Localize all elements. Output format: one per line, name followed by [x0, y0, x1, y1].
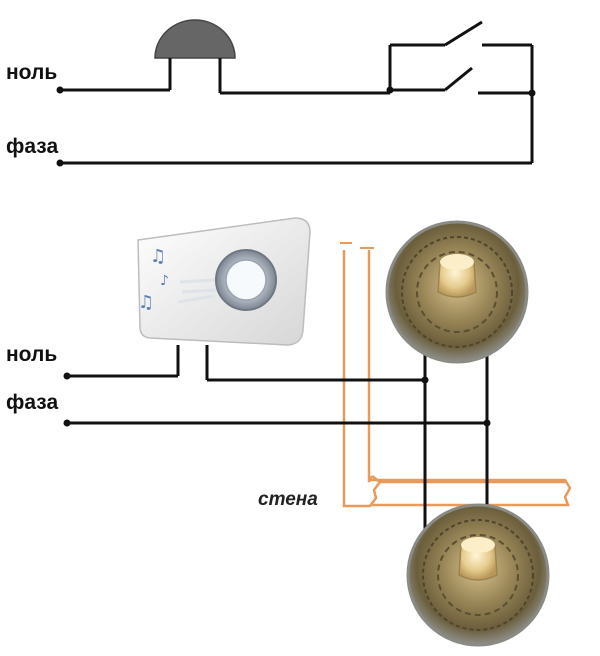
- junction-dot: [421, 376, 429, 384]
- door-chime-unit: ♫ ♪ ♫: [137, 217, 311, 380]
- wiring-lines: [67, 335, 489, 545]
- junction-dot: [483, 419, 491, 427]
- schematic: [56, 19, 536, 167]
- schematic-zero-label: ноль: [6, 61, 58, 84]
- music-note-icon: ♫: [138, 292, 154, 313]
- music-note-icon: ♫: [150, 246, 166, 267]
- switch-2-blade: [444, 66, 473, 92]
- schematic-zero-terminal: [56, 86, 64, 94]
- switch-junction-right: [528, 89, 536, 97]
- schematic-phase-label: фаза: [6, 135, 59, 158]
- doorbell-button-1: [385, 220, 529, 364]
- bell-symbol-icon: [154, 19, 236, 59]
- switch-1-blade: [444, 20, 483, 47]
- schematic-phase-terminal: [56, 159, 64, 167]
- wiring-phase-label: фаза: [6, 391, 59, 414]
- wall-label: стена: [258, 489, 318, 510]
- wiring-zero-label: ноль: [6, 343, 58, 366]
- wall: [340, 242, 572, 508]
- wiring-zero-terminal: [63, 372, 71, 380]
- doorbell-button-2: [406, 503, 550, 647]
- music-note-icon: ♪: [160, 273, 169, 289]
- wiring-phase-terminal: [63, 419, 71, 427]
